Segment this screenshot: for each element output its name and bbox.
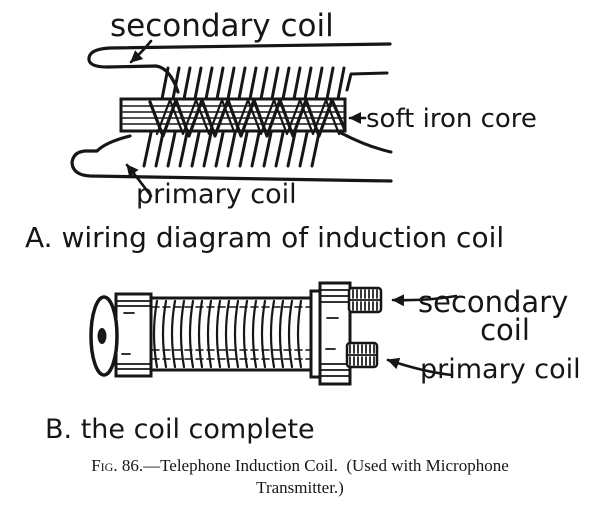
end-cap-hole [97,328,107,344]
secondary-exit-wire [345,71,389,92]
primary-label-arrow-b [386,357,454,377]
secondary-lead-wire [87,42,392,94]
flange-block [318,281,352,386]
part-b-complete-coil: secondary coil primary coil B. the coil … [45,281,581,445]
secondary-terminal-threads [348,289,382,311]
label-soft-iron-core: soft iron core [366,104,537,134]
primary-lead-wire [70,134,393,183]
secondary-label-arrow-b [391,294,458,307]
figure-caption: Fig. 86.—Telephone Induction Coil. (Used… [91,456,509,497]
figure-caption-line2: Transmitter.) [256,478,344,497]
figure-caption-line1: Fig. 86.—Telephone Induction Coil. (Used… [91,456,509,475]
label-primary-coil-a: primary coil [136,179,297,210]
caption-part-b: B. the coil complete [45,414,315,445]
label-secondary-b-line2: coil [480,313,530,347]
primary-label-arrow [125,163,153,198]
secondary-winding-strokes-bottom [142,126,322,168]
flange-ribs [320,289,350,377]
primary-winding-zigzag [148,98,347,138]
coil-body-band-lines [151,306,311,360]
label-primary-coil-b: primary coil [420,354,581,385]
caption-part-a: A. wiring diagram of induction coil [25,221,504,254]
secondary-terminal [347,286,383,314]
coil-body-windings [152,299,303,369]
end-cap-band-ribs [116,300,151,370]
label-secondary-coil-a: secondary coil [110,8,334,44]
part-a-wiring-diagram: secondary coil soft iron core primary co… [25,8,537,254]
end-cap-band [114,292,153,378]
figure-title: —Telephone Induction Coil. (Used with Mi… [142,456,509,475]
figure-number: Fig. 86. [91,456,143,475]
primary-terminal-threads [346,344,378,366]
coil-body [149,296,314,372]
primary-terminal [345,341,379,369]
primary-exit-wire [339,131,393,154]
primary-winding-zigzag-2 [155,98,341,136]
label-secondary-b-line1: secondary [418,285,568,319]
secondary-label-arrow [129,39,153,64]
